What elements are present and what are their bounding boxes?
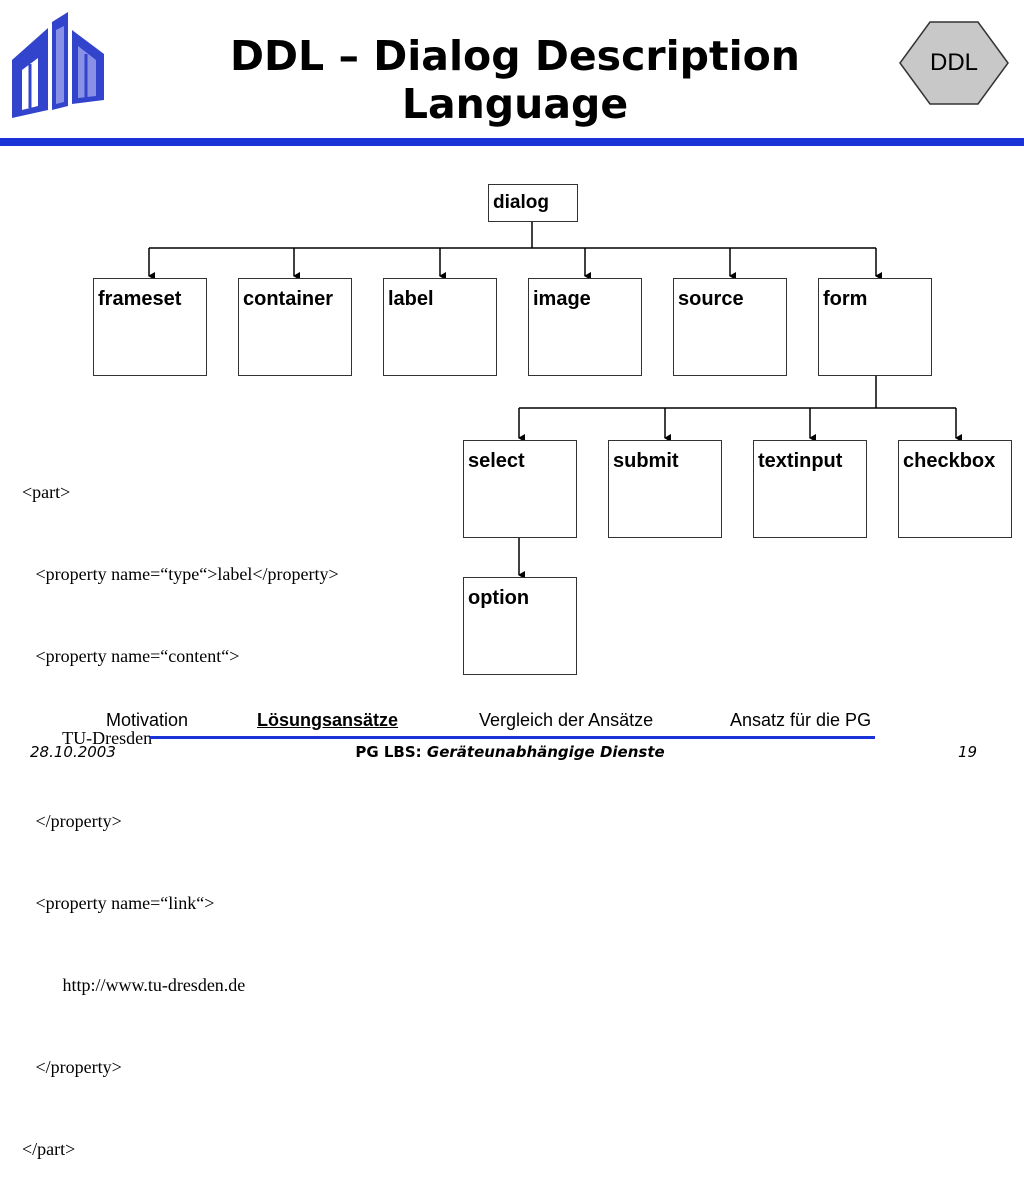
node-label: frameset — [98, 288, 182, 310]
node-container: container — [238, 278, 352, 376]
node-dialog: dialog — [488, 184, 578, 222]
section-nav: Motivation Lösungsansätze Vergleich der … — [0, 710, 1024, 734]
tree-connectors — [148, 222, 962, 579]
node-source: source — [673, 278, 787, 376]
code-line: <property name=“content“> — [22, 646, 240, 667]
title-line-1: DDL – Dialog Description — [229, 32, 801, 80]
page-number: 19 — [958, 743, 978, 761]
code-line: TU-Dresden — [22, 728, 153, 749]
slide-title: DDL – Dialog Description Language — [160, 32, 870, 128]
node-label: image — [533, 288, 591, 310]
nav-item-ansatz-pg[interactable]: Ansatz für die PG — [730, 710, 872, 730]
footer-date: 28.10.2003 — [30, 743, 116, 761]
node-label: submit — [613, 450, 679, 472]
code-line: </part> — [22, 1139, 76, 1160]
footer-prefix: PG LBS: — [355, 743, 422, 761]
node-submit: submit — [608, 440, 722, 538]
node-select: select — [463, 440, 577, 538]
node-textinput: textinput — [753, 440, 867, 538]
code-line: <property name=“type“>label</property> — [22, 564, 339, 585]
nav-item-vergleich[interactable]: Vergleich der Ansätze — [479, 710, 654, 730]
node-checkbox: checkbox — [898, 440, 1012, 538]
node-label: label — [388, 288, 434, 310]
footer-rule — [150, 736, 875, 739]
ddl-badge-label: DDL — [929, 49, 978, 76]
footer-title: PG LBS: Geräteunabhängige Dienste — [200, 743, 820, 765]
ddl-badge-octagon-icon — [899, 21, 1009, 105]
xml-code-sample: <part> <property name=“type“>label</prop… — [22, 424, 339, 1191]
node-label: dialog — [493, 192, 549, 213]
node-label: source — [678, 288, 744, 310]
code-line: http://www.tu-dresden.de — [22, 975, 246, 996]
node-frameset: frameset — [93, 278, 207, 376]
code-line: <property name=“link“> — [22, 892, 215, 913]
header-rule — [0, 138, 1024, 146]
footer-course-title: Geräteunabhängige Dienste — [426, 743, 665, 761]
node-image: image — [528, 278, 642, 376]
nav-item-loesungsansaetze[interactable]: Lösungsansätze — [257, 710, 399, 730]
node-label: select — [468, 450, 525, 472]
university-logo-icon — [12, 12, 104, 118]
node-label: container — [243, 288, 334, 310]
node-label: option — [468, 587, 530, 609]
code-line: </property> — [22, 810, 122, 831]
code-line: </property> — [22, 1057, 122, 1078]
nav-item-motivation[interactable]: Motivation — [106, 710, 189, 730]
code-line: <part> — [22, 481, 71, 502]
node-option: option — [463, 577, 577, 675]
node-form: form — [818, 278, 932, 376]
node-label: checkbox — [903, 450, 996, 472]
node-label: form — [823, 288, 868, 310]
title-line-2: Language — [401, 80, 629, 128]
node-label-element: label — [383, 278, 497, 376]
node-label: textinput — [758, 450, 843, 472]
